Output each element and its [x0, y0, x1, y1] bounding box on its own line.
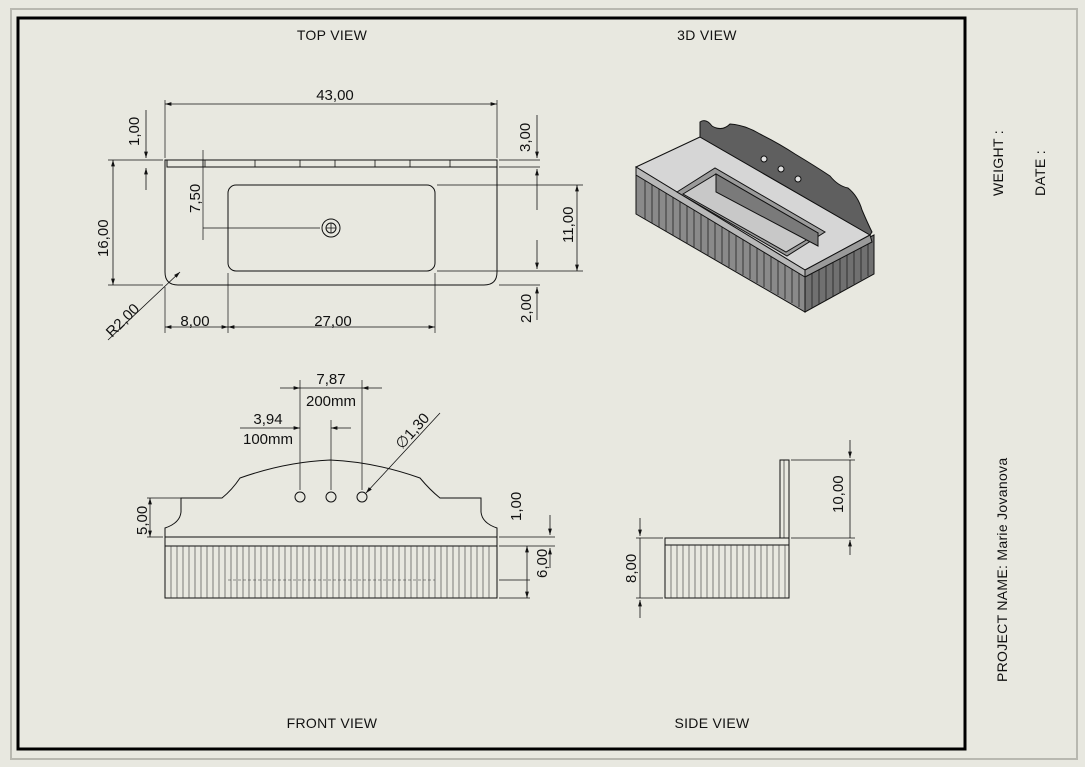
dim-backsplash-thickness: 1,00: [126, 117, 143, 146]
iso-view: [634, 120, 875, 313]
dim-backsplash-height: 5,00: [134, 506, 151, 535]
dim-cabinet-height: 6,00: [534, 549, 551, 578]
side-cabinet: [664, 544, 790, 599]
project-name: PROJECT NAME: Marie Jovanova: [994, 458, 1010, 682]
dim-backsplash-depth: 3,00: [517, 123, 534, 152]
top-outline: [164, 159, 498, 286]
backsplash-plan: [166, 159, 498, 168]
top-view: [107, 100, 583, 341]
faucet-hole-right: [356, 491, 368, 503]
outer-border: [10, 8, 1078, 760]
dim-overall-width: 43,00: [316, 87, 354, 104]
dim-hole-spacing-large-mm: 200mm: [306, 393, 356, 410]
iso-view-label: 3D VIEW: [677, 27, 737, 43]
dim-hole-spacing-small: 3,94: [253, 411, 282, 428]
dim-basin-depth: 11,00: [560, 207, 577, 243]
front-top-slab: [164, 536, 498, 547]
side-top-slab: [664, 537, 790, 546]
backsplash-ticks: [204, 160, 451, 167]
faucet-hole-center: [325, 491, 337, 503]
faucet-hole-left: [294, 491, 306, 503]
side-view-label: SIDE VIEW: [674, 715, 750, 731]
drain-outer: [321, 218, 341, 238]
dim-hole-diameter: ∅ 1,30: [392, 410, 433, 453]
front-view: [147, 380, 555, 599]
side-backsplash: [779, 459, 790, 539]
front-cabinet: [164, 545, 498, 599]
weight-label: WEIGHT :: [990, 130, 1006, 196]
dim-hole-spacing-large: 7,87: [316, 371, 345, 388]
date-label: DATE :: [1032, 150, 1048, 196]
dim-depth: 16,00: [95, 219, 112, 257]
front-backsplash-outline: [164, 459, 498, 537]
dim-side-backsplash-height: 10,00: [830, 475, 847, 513]
dim-side-height: 8,00: [623, 554, 640, 583]
dim-left-offset: 8,00: [180, 313, 209, 330]
dim-basin-width: 27,00: [314, 313, 352, 330]
iso-backsplash: [699, 120, 873, 236]
side-view: [636, 440, 855, 618]
top-view-label: TOP VIEW: [297, 27, 368, 43]
dim-corner-radius: R2,00: [103, 301, 143, 341]
dim-drain-offset: 7,50: [187, 184, 204, 213]
dim-hole-spacing-small-mm: 100mm: [243, 431, 293, 448]
inner-border: [16, 16, 967, 751]
front-view-label: FRONT VIEW: [287, 715, 378, 731]
dim-front-margin: 2,00: [518, 294, 535, 323]
dim-top-thickness: 1,00: [508, 492, 525, 521]
